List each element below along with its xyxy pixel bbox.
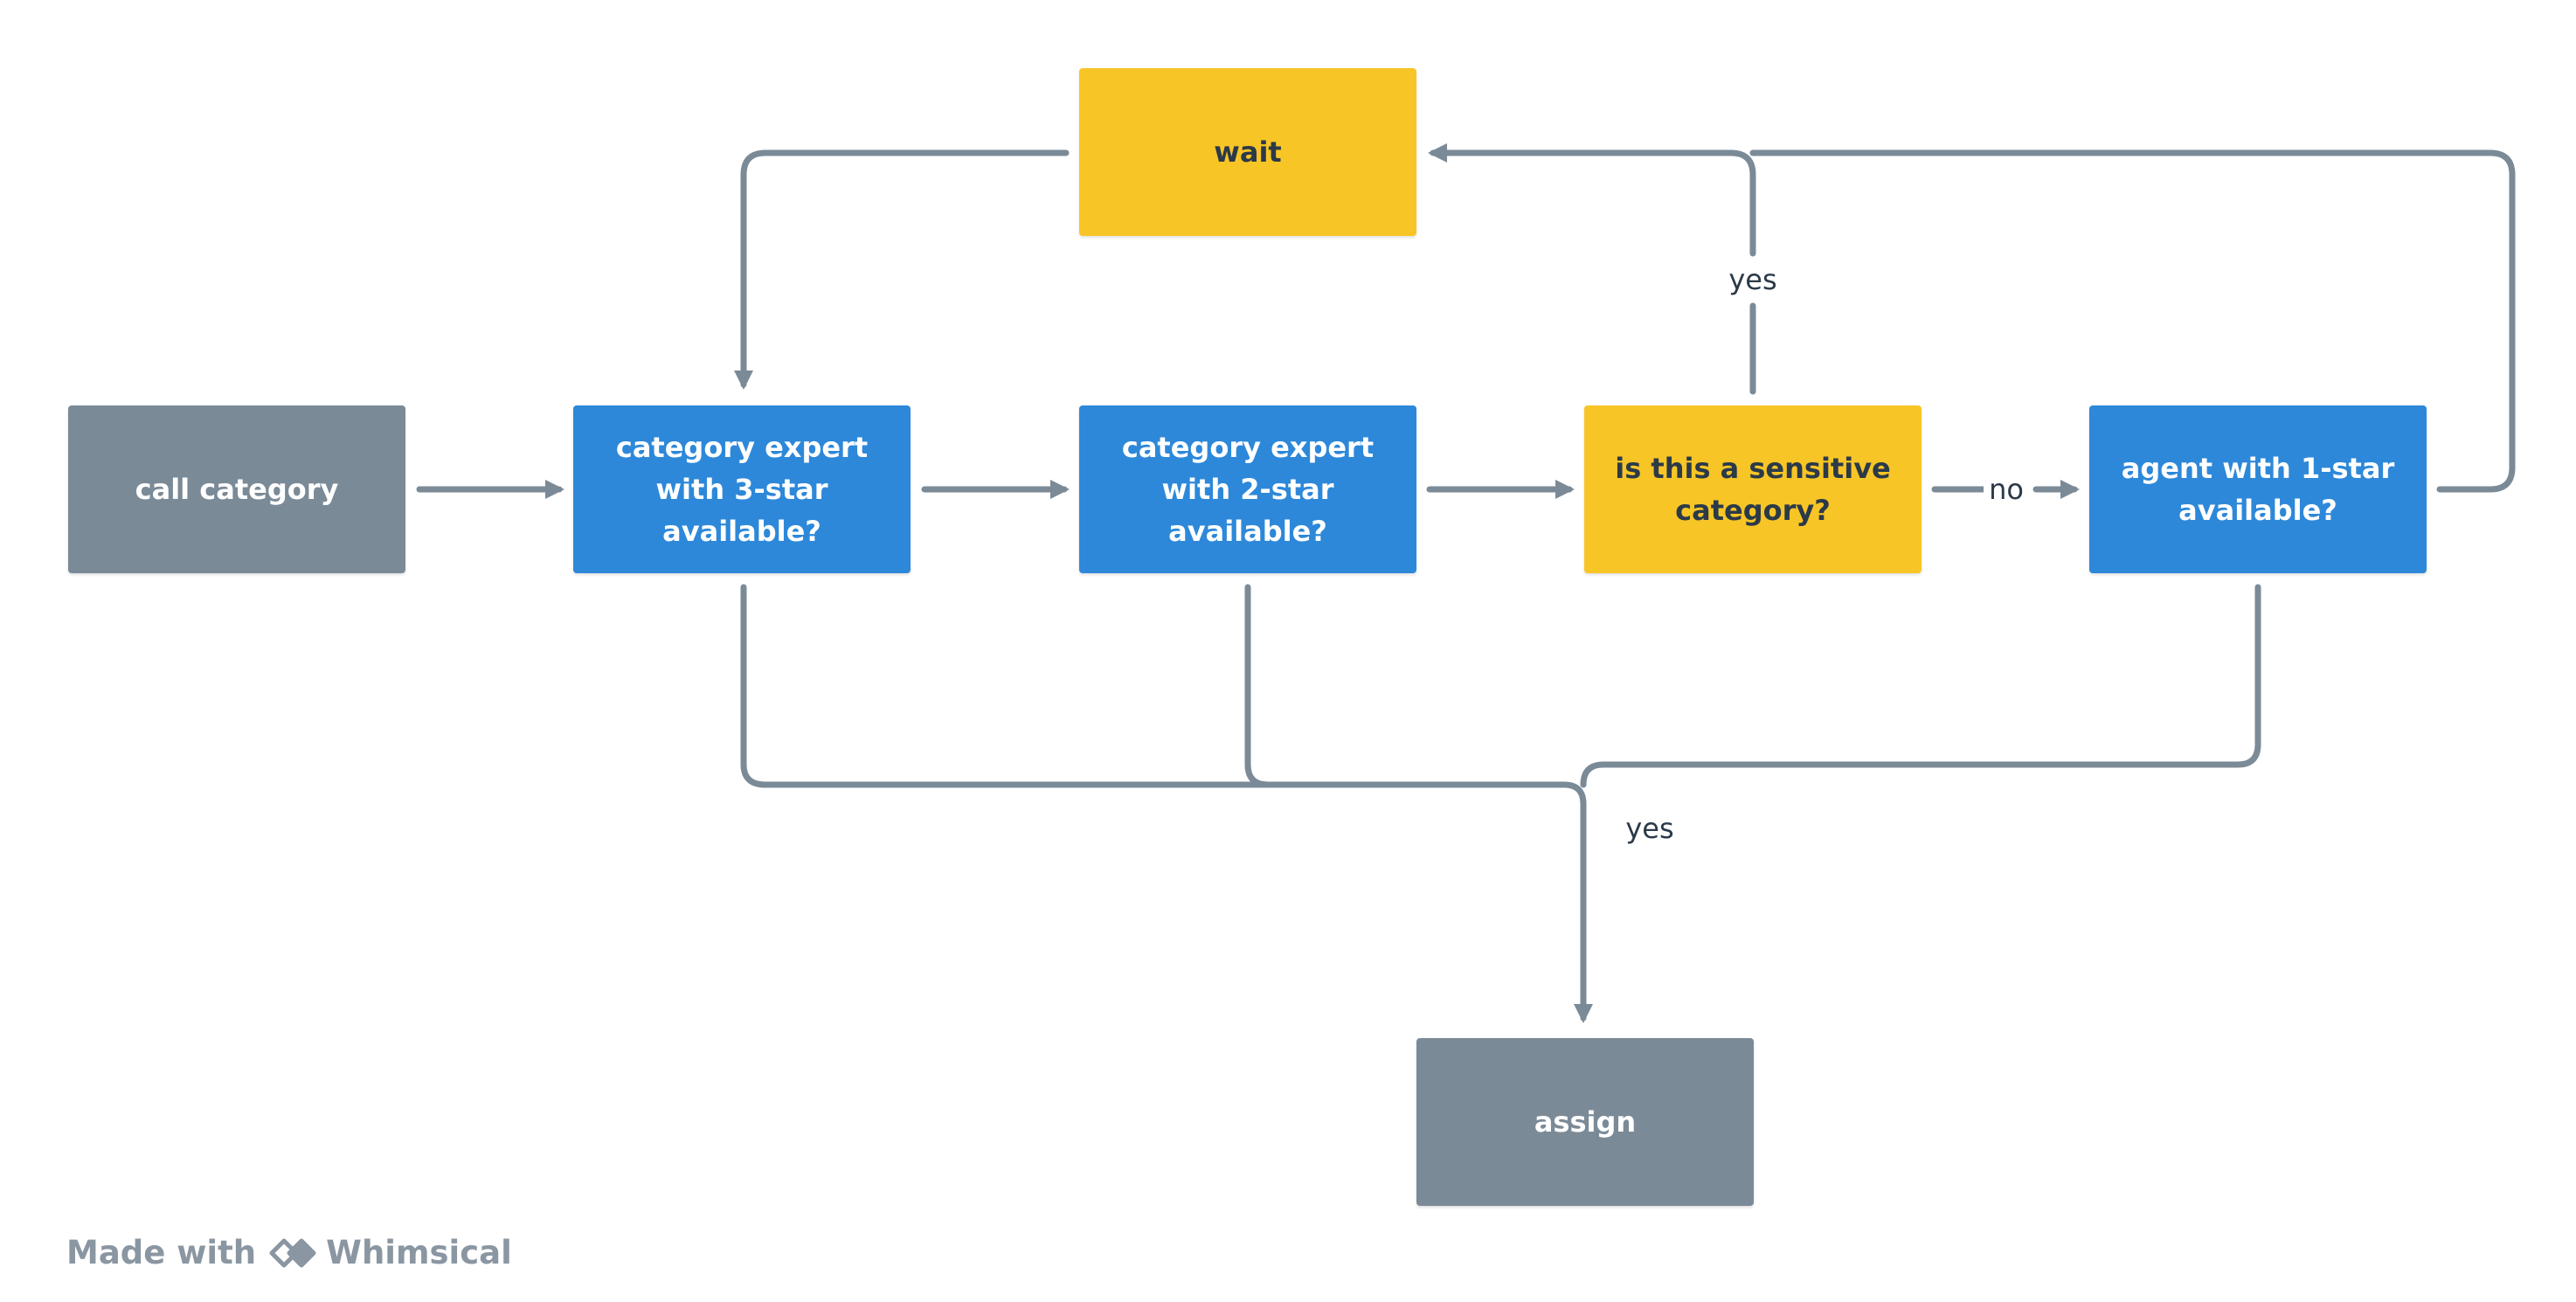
made-with-whimsical-footer[interactable]: Made with Whimsical	[66, 1234, 512, 1271]
node-assign-label: assign	[1534, 1105, 1637, 1139]
node-expert-3-star-label: category expert with 3-star available?	[615, 431, 869, 548]
node-call-category-label: call category	[135, 473, 339, 506]
edge-expert3-to-assign	[740, 584, 1593, 1023]
node-assign[interactable]: assign	[1416, 1038, 1754, 1206]
node-wait-label: wait	[1214, 135, 1282, 169]
edge-agent1-to-assign	[1580, 584, 2261, 788]
edge-expert2-to-assign	[1244, 584, 1271, 788]
node-expert-2-star[interactable]: category expert with 2-star available?	[1079, 405, 1416, 573]
node-sensitive-category-label: is this a sensitive category?	[1615, 452, 1891, 527]
edge-label-yes-top: yes	[1723, 260, 1783, 299]
edge-wait-to-expert3	[734, 149, 1070, 390]
edge-agent1-to-wait	[1749, 149, 2516, 493]
node-wait[interactable]: wait	[1079, 68, 1416, 236]
whimsical-logo-icon	[269, 1238, 316, 1267]
footer-made-with: Made with	[66, 1234, 257, 1271]
node-expert-2-star-label: category expert with 2-star available?	[1121, 431, 1375, 548]
node-sensitive-category[interactable]: is this a sensitive category?	[1584, 405, 1922, 573]
footer-brand: Whimsical	[326, 1234, 512, 1271]
edge-label-no: no	[1984, 470, 2029, 509]
node-agent-1-star-label: agent with 1-star available?	[2121, 452, 2395, 527]
node-call-category[interactable]: call category	[68, 405, 405, 573]
edge-label-yes-bottom: yes	[1620, 809, 1679, 848]
node-agent-1-star[interactable]: agent with 1-star available?	[2089, 405, 2427, 573]
node-expert-3-star[interactable]: category expert with 3-star available?	[573, 405, 911, 573]
